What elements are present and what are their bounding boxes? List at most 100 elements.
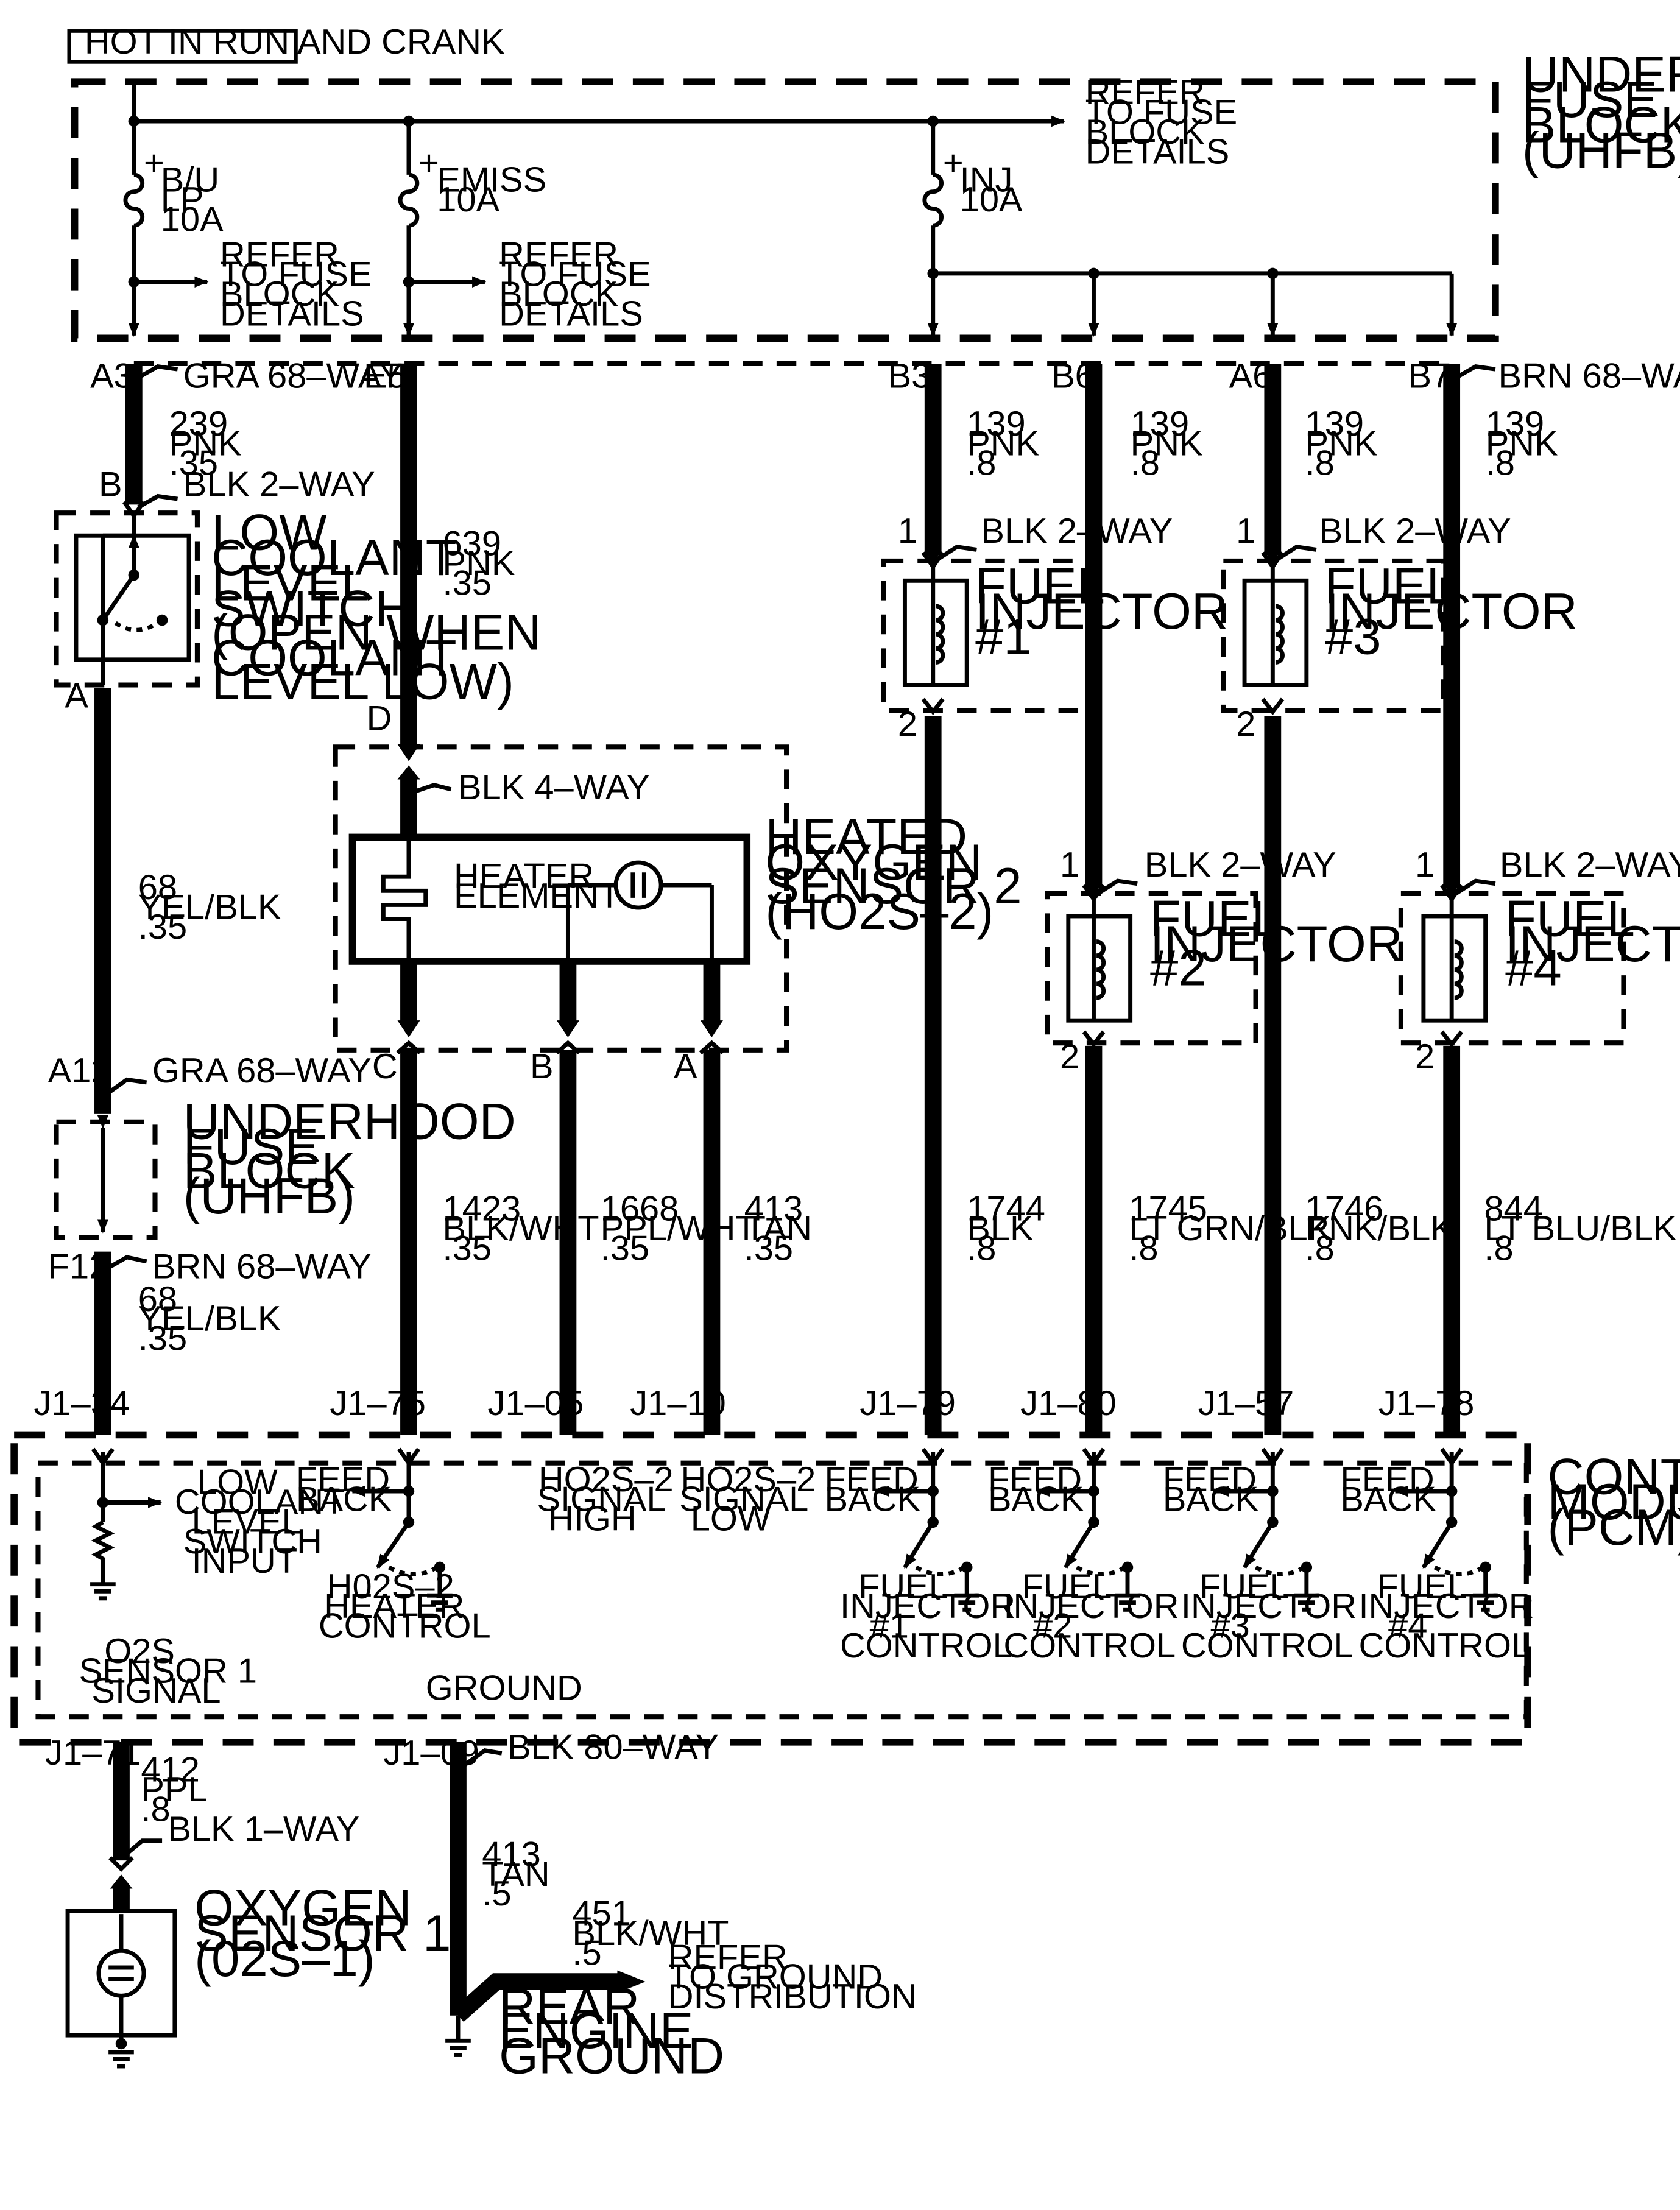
svg-text:FEED: FEED	[1163, 1460, 1257, 1499]
svg-text:REAR: REAR	[499, 1979, 640, 2035]
svg-text:FUSE: FUSE	[1522, 71, 1657, 128]
svg-text:10A: 10A	[960, 180, 1023, 219]
svg-text:412: 412	[141, 1751, 199, 1790]
svg-text:#2: #2	[1033, 1607, 1072, 1646]
svg-text:1: 1	[898, 512, 917, 551]
svg-text:REFER: REFER	[220, 235, 339, 274]
svg-text:413: 413	[482, 1835, 540, 1874]
svg-text:(OPEN WHEN: (OPEN WHEN	[211, 604, 541, 661]
svg-text:(UHFB): (UHFB)	[183, 1168, 355, 1224]
svg-text:+: +	[144, 144, 164, 183]
svg-text:HEATED: HEATED	[765, 808, 967, 865]
svg-text:.35: .35	[169, 444, 218, 483]
svg-text:REFER: REFER	[1085, 73, 1205, 112]
svg-text:LP: LP	[161, 180, 204, 219]
svg-text:SENSOR 1: SENSOR 1	[194, 1905, 451, 1961]
svg-text:UNDERHOOD: UNDERHOOD	[1522, 46, 1680, 102]
svg-text:LEVEL: LEVEL	[192, 1502, 302, 1541]
svg-text:HIGH: HIGH	[548, 1500, 637, 1539]
svg-text:1: 1	[1415, 846, 1435, 884]
wires	[94, 363, 1461, 1435]
svg-text:.8: .8	[1305, 1229, 1335, 1268]
svg-text:#3: #3	[1325, 609, 1382, 665]
svg-text:HO2S–2: HO2S–2	[538, 1460, 674, 1499]
fuel-injector-1: 1 BLK 2–WAY FUEL INJECTOR #1 2	[881, 512, 1228, 744]
svg-text:BRN 68–WAY: BRN 68–WAY	[1498, 356, 1680, 395]
svg-text:TAN: TAN	[744, 1209, 812, 1248]
svg-text:TO FUSE: TO FUSE	[1085, 93, 1238, 132]
svg-text:139: 139	[1305, 404, 1364, 443]
svg-text:PNK: PNK	[443, 544, 515, 583]
wire-labels-top: 239 PNK .35 639 PNK .35 139 PNK .8 139 P…	[169, 404, 1558, 602]
svg-text:FUEL: FUEL	[1325, 557, 1455, 614]
svg-text:PNK: PNK	[1131, 424, 1203, 463]
svg-text:CONTROL: CONTROL	[1181, 1626, 1354, 1665]
svg-text:.8: .8	[1129, 1229, 1158, 1268]
fuse-inj: + INJ 10A	[922, 121, 1458, 337]
svg-text:.5: .5	[572, 1933, 601, 1972]
svg-text:BACK: BACK	[988, 1480, 1084, 1519]
svg-text:EMISS: EMISS	[437, 161, 546, 200]
svg-text:B3: B3	[888, 356, 931, 395]
svg-text:.35: .35	[744, 1229, 793, 1268]
svg-text:CONTROL: CONTROL	[840, 1626, 1012, 1665]
svg-text:(02S–1): (02S–1)	[194, 1930, 375, 1987]
svg-text:FUEL: FUEL	[1377, 1567, 1467, 1606]
svg-text:1745: 1745	[1129, 1190, 1207, 1229]
svg-text:639: 639	[443, 524, 501, 563]
svg-text:+: +	[943, 144, 964, 183]
svg-text:BLOCK: BLOCK	[220, 275, 339, 314]
svg-text:OXYGEN: OXYGEN	[194, 1880, 411, 1936]
svg-text:451: 451	[572, 1894, 630, 1933]
refer-fuse-block-right: REFER TO FUSE BLOCK DETAILS	[1085, 73, 1238, 171]
svg-text:UNDERHOOD: UNDERHOOD	[183, 1093, 516, 1150]
svg-text:FUEL: FUEL	[1150, 890, 1280, 947]
svg-text:BACK: BACK	[1163, 1480, 1258, 1519]
svg-text:YEL/BLK: YEL/BLK	[138, 1299, 281, 1338]
svg-text:LT BLU/BLK: LT BLU/BLK	[1484, 1209, 1676, 1248]
svg-text:10A: 10A	[161, 200, 224, 239]
svg-text:COOLANT: COOLANT	[211, 629, 457, 686]
svg-text:PPL: PPL	[141, 1770, 207, 1809]
svg-text:SWITCH: SWITCH	[211, 580, 411, 637]
fuel-injector-2: 1 BLK 2–WAY FUEL INJECTOR #2 2	[1045, 846, 1403, 1076]
svg-text:PNK: PNK	[169, 424, 242, 463]
svg-text:J1–75: J1–75	[330, 1384, 426, 1423]
svg-text:TAN: TAN	[482, 1855, 549, 1894]
svg-text:GRA 68–WAY: GRA 68–WAY	[152, 1051, 372, 1090]
svg-text:139: 139	[1131, 404, 1189, 443]
svg-text:INJECTOR: INJECTOR	[1150, 916, 1403, 972]
hot-in-run-label: HOT IN RUN AND CRANK	[67, 23, 505, 64]
svg-text:1: 1	[1060, 846, 1079, 884]
svg-text:1668: 1668	[601, 1190, 679, 1229]
control-module-pcm: CONTROL MODULE (PCM) LOW COOLANT LEVEL S…	[10, 1431, 1680, 1746]
svg-text:J1–78: J1–78	[1378, 1384, 1475, 1423]
uhfb-top: UNDERHOOD FUSE BLOCK (UHFB)	[71, 46, 1680, 342]
rear-engine-ground-circuit: J1–09 BLK 80–WAY 413 TAN .5 451 BLK/WHT …	[383, 1728, 916, 2085]
svg-text:INJECTOR: INJECTOR	[1181, 1587, 1357, 1626]
svg-text:BLK 2–WAY: BLK 2–WAY	[1319, 512, 1511, 551]
svg-text:LOW: LOW	[691, 1500, 771, 1539]
svg-text:GROUND: GROUND	[426, 1668, 582, 1707]
svg-text:#1: #1	[975, 609, 1032, 665]
svg-text:1: 1	[1236, 512, 1255, 551]
svg-text:DETAILS: DETAILS	[220, 294, 364, 333]
svg-text:BLK 80–WAY: BLK 80–WAY	[507, 1728, 719, 1767]
svg-text:BLOCK: BLOCK	[1522, 97, 1680, 154]
svg-text:BACK: BACK	[296, 1480, 392, 1519]
svg-text:LT GRN/BLK: LT GRN/BLK	[1129, 1209, 1331, 1248]
svg-text:.35: .35	[138, 1319, 187, 1358]
svg-text:.8: .8	[1131, 444, 1160, 483]
svg-text:B: B	[99, 465, 122, 504]
svg-text:CONTROL: CONTROL	[1548, 1449, 1680, 1505]
svg-text:E5: E5	[364, 356, 407, 395]
svg-text:.35: .35	[601, 1229, 649, 1268]
svg-text:J1–05: J1–05	[488, 1384, 584, 1423]
svg-text:BLOCK: BLOCK	[183, 1143, 355, 1199]
svg-text:BLK 2–WAY: BLK 2–WAY	[1500, 846, 1680, 884]
svg-text:.8: .8	[967, 1229, 996, 1268]
svg-text:(HO2S–2): (HO2S–2)	[765, 883, 994, 940]
svg-text:ELEMENT: ELEMENT	[454, 877, 620, 916]
svg-text:ENGINE: ENGINE	[499, 2002, 693, 2059]
